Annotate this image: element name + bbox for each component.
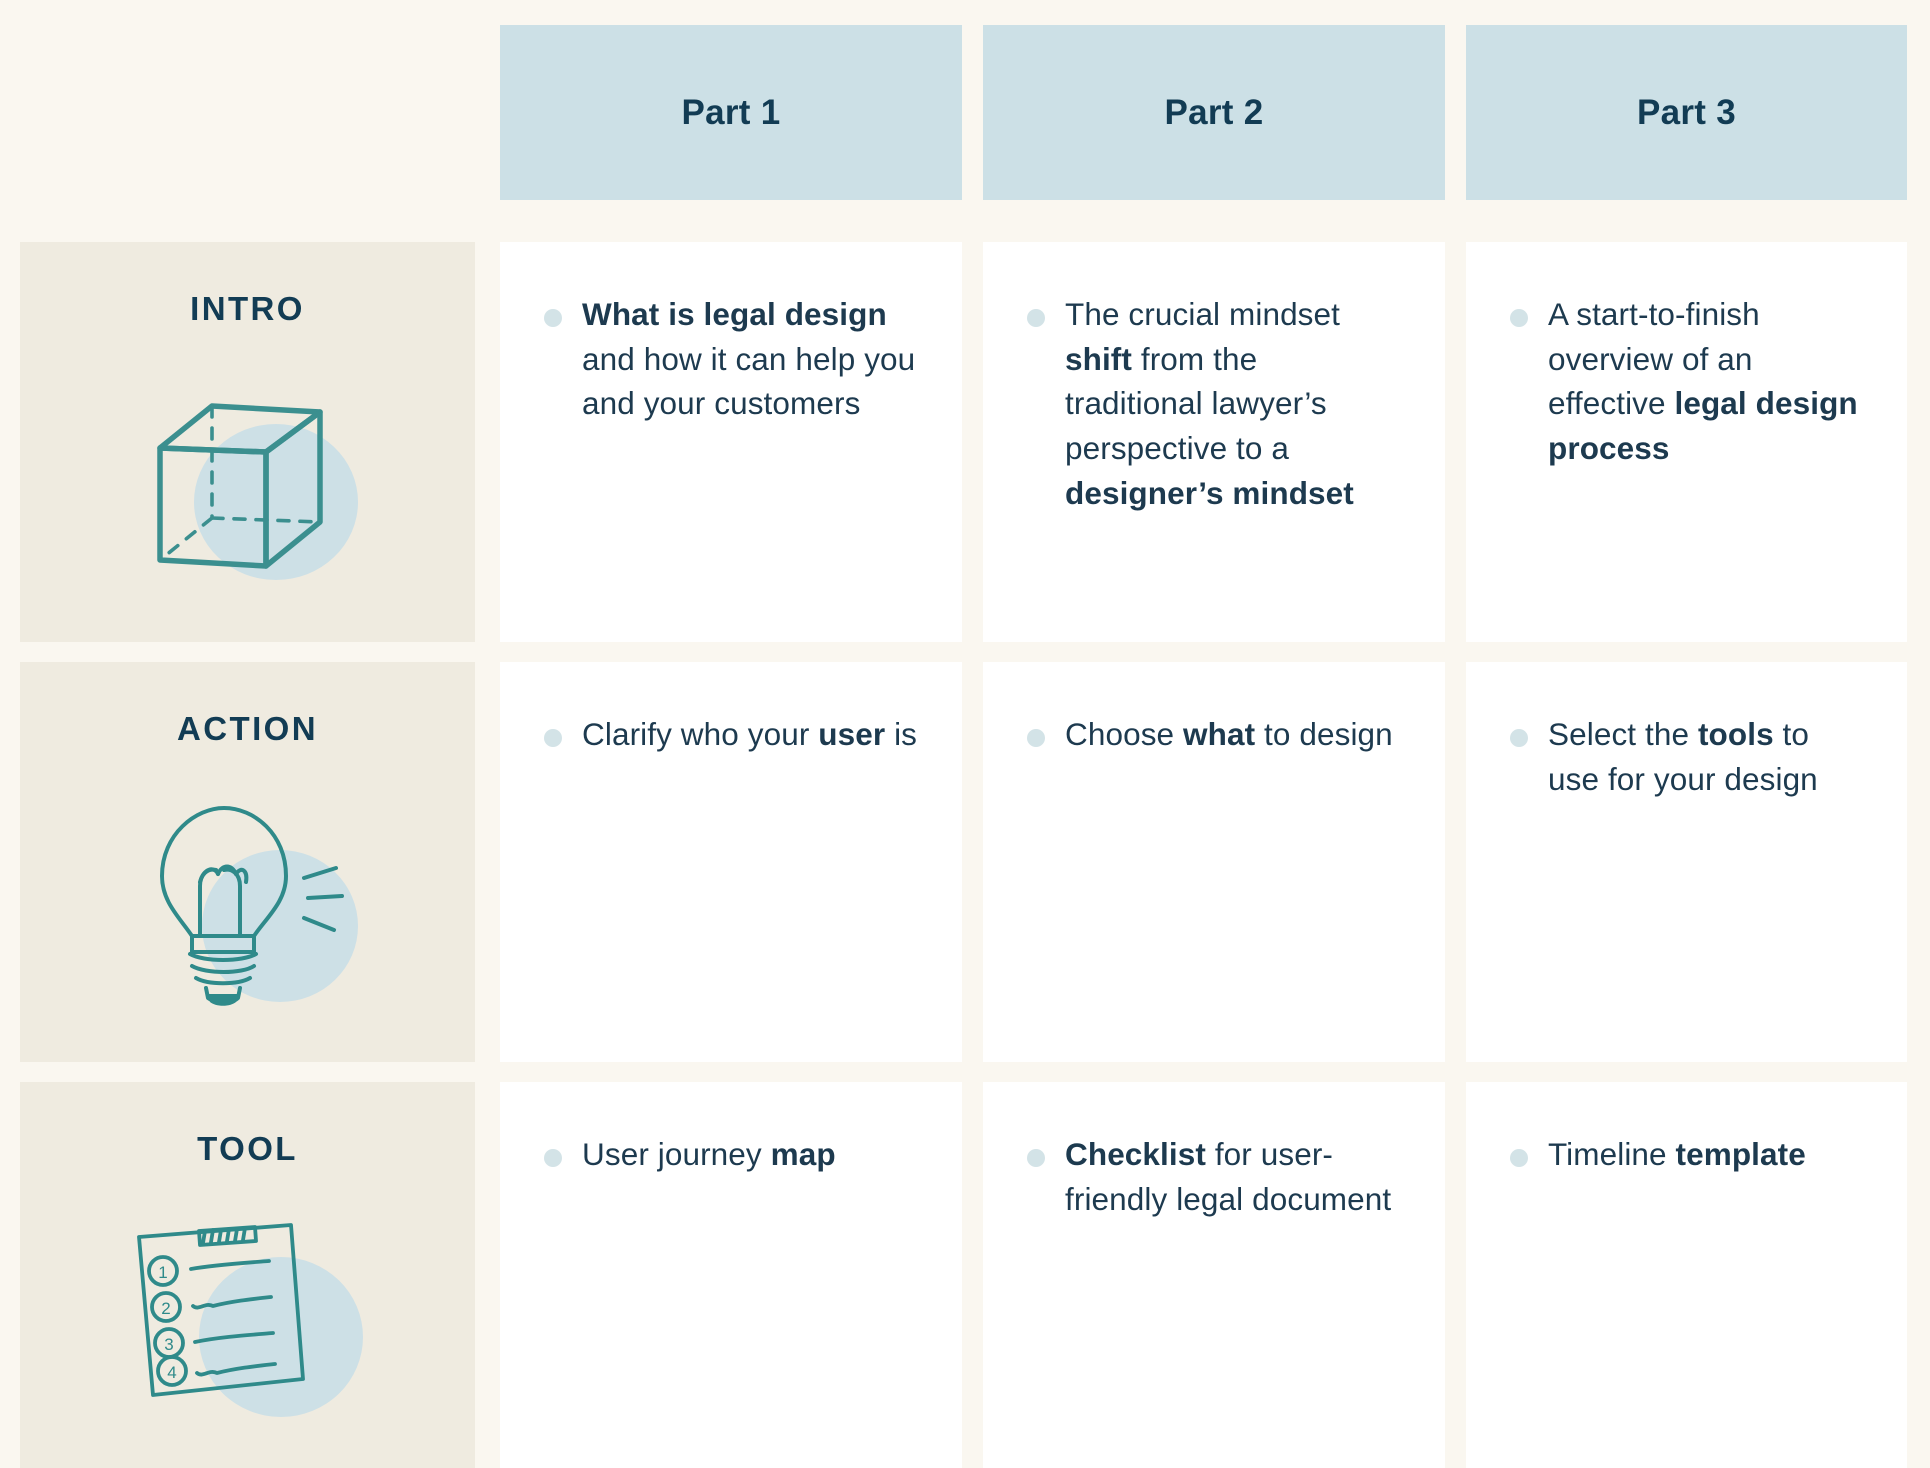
bullet-text: User journey map — [582, 1136, 836, 1172]
bullet-dot-icon — [544, 729, 562, 747]
gutter — [1445, 242, 1466, 642]
header-corner-spacer — [0, 25, 20, 200]
gutter — [475, 25, 500, 200]
bullet-item: What is legal design and how it can help… — [544, 292, 918, 426]
bullet-dot-icon — [1510, 309, 1528, 327]
cell-tool-part-2[interactable]: Checklist for user-friendly legal docume… — [983, 1082, 1445, 1468]
bullet-item: Checklist for user-friendly legal docume… — [1027, 1132, 1401, 1221]
cell-action-part-2[interactable]: Choose what to design — [983, 662, 1445, 1062]
header-part-3-label: Part 3 — [1636, 92, 1737, 132]
gutter — [475, 1082, 500, 1468]
bullet-dot-icon — [1027, 309, 1045, 327]
lightbulb-icon — [20, 748, 475, 1062]
gutter — [475, 662, 500, 1062]
gutter — [1445, 1082, 1466, 1468]
gutter — [0, 1082, 20, 1468]
bullet-item: The crucial mindset shift from the tradi… — [1027, 292, 1401, 516]
header-part-3[interactable]: Part 3 — [1466, 25, 1907, 200]
cell-intro-part-1[interactable]: What is legal design and how it can help… — [500, 242, 962, 642]
bullet-dot-icon — [1510, 729, 1528, 747]
bullet-dot-icon — [1027, 729, 1045, 747]
gutter — [962, 1082, 983, 1468]
gutter — [475, 242, 500, 642]
bullet-text: The crucial mindset shift from the tradi… — [1065, 296, 1354, 511]
gutter — [1907, 1082, 1929, 1468]
bullet-text: Choose what to design — [1065, 716, 1393, 752]
bullet-item: User journey map — [544, 1132, 918, 1177]
gutter — [1445, 662, 1466, 1062]
cell-intro-part-3[interactable]: A start-to-finish overview of an effecti… — [1466, 242, 1907, 642]
bullet-item: Clarify who your user is — [544, 712, 918, 757]
gutter — [0, 242, 20, 642]
header-part-2[interactable]: Part 2 — [983, 25, 1445, 200]
bullet-dot-icon — [544, 1149, 562, 1167]
gutter — [1907, 25, 1929, 200]
header-part-1[interactable]: Part 1 — [500, 25, 962, 200]
row-label-intro-text: INTRO — [190, 290, 305, 327]
row-label-tool: TOOL — [20, 1082, 475, 1468]
cell-tool-part-1[interactable]: User journey map — [500, 1082, 962, 1468]
row-label-tool-text: TOOL — [197, 1130, 298, 1167]
gutter — [1445, 25, 1466, 200]
checklist-number-3: 3 — [164, 1335, 173, 1354]
bullet-item: Timeline template — [1510, 1132, 1863, 1177]
row-label-intro: INTRO — [20, 242, 475, 642]
checklist-icon: 1 2 3 4 — [20, 1168, 475, 1468]
bullet-text: Clarify who your user is — [582, 716, 918, 752]
gutter — [0, 662, 20, 1062]
cell-action-part-1[interactable]: Clarify who your user is — [500, 662, 962, 1062]
bullet-item: A start-to-finish overview of an effecti… — [1510, 292, 1863, 471]
gutter — [962, 662, 983, 1062]
bullet-text: What is legal design and how it can help… — [582, 296, 916, 422]
gutter — [1907, 662, 1929, 1062]
row-label-action: ACTION — [20, 662, 475, 1062]
cell-intro-part-2[interactable]: The crucial mindset shift from the tradi… — [983, 242, 1445, 642]
bullet-dot-icon — [1027, 1149, 1045, 1167]
checklist-number-1: 1 — [158, 1263, 167, 1282]
row-label-action-text: ACTION — [177, 710, 318, 747]
gutter — [1907, 242, 1929, 642]
header-part-2-label: Part 2 — [1164, 92, 1264, 132]
bullet-item: Choose what to design — [1027, 712, 1401, 757]
bullet-item: Select the tools to use for your design — [1510, 712, 1863, 801]
bullet-text: A start-to-finish overview of an effecti… — [1548, 296, 1858, 467]
cube-icon — [20, 328, 475, 642]
cell-tool-part-3[interactable]: Timeline template — [1466, 1082, 1907, 1468]
bullet-text: Checklist for user-friendly legal docume… — [1065, 1136, 1392, 1217]
gutter — [962, 242, 983, 642]
bullet-text: Timeline template — [1548, 1136, 1806, 1172]
bullet-dot-icon — [1510, 1149, 1528, 1167]
checklist-number-2: 2 — [161, 1299, 170, 1318]
gutter — [962, 25, 983, 200]
cell-action-part-3[interactable]: Select the tools to use for your design — [1466, 662, 1907, 1062]
bullet-dot-icon — [544, 309, 562, 327]
header-part-1-label: Part 1 — [681, 92, 781, 132]
checklist-number-4: 4 — [167, 1363, 176, 1382]
bullet-text: Select the tools to use for your design — [1548, 716, 1818, 797]
header-label-column-spacer — [20, 25, 475, 200]
